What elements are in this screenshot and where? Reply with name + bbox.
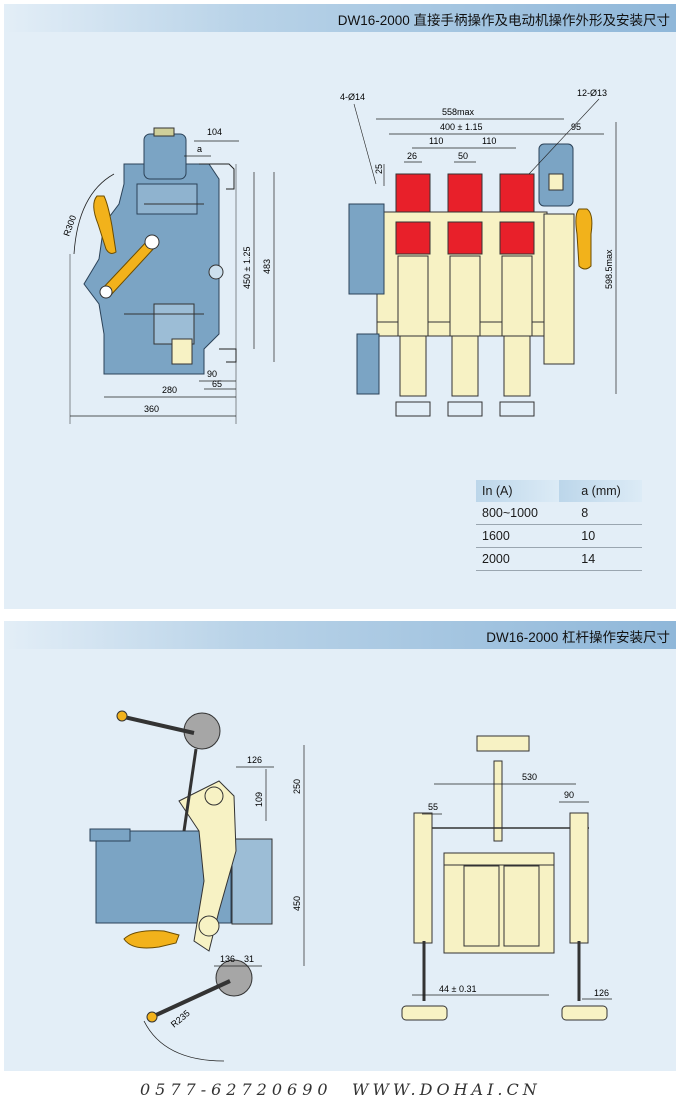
dim-90-bottom: 90	[564, 790, 574, 800]
bottom-section-title: DW16-2000 杠杆操作安装尺寸	[486, 630, 670, 645]
dim-136: 136	[220, 954, 235, 964]
table-cell: 2000	[476, 547, 560, 571]
r235-label: R235	[169, 1008, 192, 1029]
lever-side-view: R235 126 109 250 450 136 31	[89, 710, 305, 1062]
top-title-bar: DW16-2000 直接手柄操作及电动机操作外形及安装尺寸	[4, 4, 676, 32]
dim-55: 55	[428, 802, 438, 812]
table-row: 1600 10	[476, 524, 642, 548]
top-panel: DW16-2000 直接手柄操作及电动机操作外形及安装尺寸	[4, 4, 676, 609]
dim-126-bottom: 126	[594, 988, 609, 998]
table-cell: 1600	[476, 524, 560, 548]
dim-109: 109	[254, 792, 264, 807]
dim-50: 50	[458, 151, 468, 161]
dim-450-bottom: 450	[292, 896, 302, 911]
dim-400: 400 ± 1.15	[440, 122, 482, 132]
dim-483: 483	[262, 259, 272, 274]
lever-front-view: 530 55 90 44 ± 0.31 126	[401, 735, 612, 1021]
side-view-drawing: R300 104 a 450 ± 1.25 483 90 280 65 360	[61, 127, 275, 424]
table-cell: 10	[559, 524, 642, 548]
dim-44: 44 ± 0.31	[439, 984, 476, 994]
r300-label: R300	[61, 214, 78, 238]
table-header-row: In (A) a (mm)	[476, 480, 642, 502]
dim-598: 598.5max	[604, 249, 614, 289]
table-row: 2000 14	[476, 547, 642, 571]
holes-4-label: 4-Ø14	[340, 92, 365, 102]
dim-450: 450 ± 1.25	[242, 247, 252, 289]
table-row: 800~1000 8	[476, 502, 642, 525]
top-drawings: R300 104 a 450 ± 1.25 483 90 280 65 360	[61, 88, 617, 424]
bottom-title-bar: DW16-2000 杠杆操作安装尺寸	[4, 621, 676, 649]
front-view-drawing: 558max 400 ± 1.15 110 110 26 50 95 25 59…	[340, 88, 617, 417]
dim-90: 90	[207, 369, 217, 379]
dim-110b: 110	[482, 136, 496, 146]
top-section-title: DW16-2000 直接手柄操作及电动机操作外形及安装尺寸	[337, 13, 670, 28]
table-cell: 14	[559, 547, 642, 571]
dim-26: 26	[407, 151, 417, 161]
table-header-in: In (A)	[476, 480, 560, 502]
bottom-drawings: R235 126 109 250 450 136 31	[89, 710, 612, 1062]
dim-530: 530	[522, 772, 537, 782]
dim-280: 280	[162, 385, 177, 395]
footer-phone: 0577-62720690	[140, 1080, 333, 1099]
holes-12-label: 12-Ø13	[577, 88, 607, 98]
current-dimension-table: In (A) a (mm) 800~1000 8 1600 10 2000 14	[476, 480, 642, 571]
footer-website[interactable]: WWW.DOHAI.CN	[352, 1080, 541, 1099]
table-cell: 800~1000	[476, 502, 560, 525]
dim-126: 126	[247, 755, 262, 765]
table-cell: 8	[559, 502, 642, 525]
dim-31: 31	[244, 954, 254, 964]
dim-360: 360	[144, 404, 159, 414]
dim-558: 558max	[442, 107, 475, 117]
dim-250: 250	[292, 779, 302, 794]
dim-95: 95	[571, 122, 581, 132]
dim-65: 65	[212, 379, 222, 389]
bottom-panel: DW16-2000 杠杆操作安装尺寸 R235	[4, 621, 676, 1071]
table-header-a: a (mm)	[559, 480, 642, 502]
dim-25: 25	[374, 164, 384, 174]
dim-110a: 110	[429, 136, 443, 146]
footer: 0577-62720690 WWW.DOHAI.CN	[0, 1074, 680, 1114]
dim-a: a	[197, 144, 202, 154]
dim-104: 104	[207, 127, 222, 137]
